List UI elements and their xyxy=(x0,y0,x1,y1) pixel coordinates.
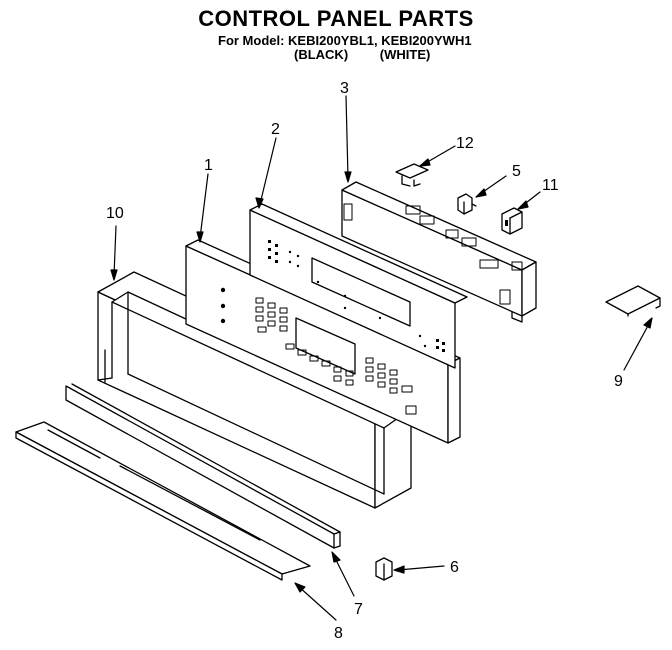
callout-9: 9 xyxy=(614,373,623,390)
part-9-bracket xyxy=(605,285,661,317)
callout-3: 3 xyxy=(340,80,349,97)
callout-labels: 1 2 3 12 5 11 9 10 6 7 8 xyxy=(106,80,623,642)
diagram-title: CONTROL PANEL PARTS xyxy=(198,6,474,31)
part-3-control-board xyxy=(341,181,537,323)
callout-2: 2 xyxy=(271,121,280,138)
callout-5: 5 xyxy=(512,163,521,180)
part-11-switch xyxy=(501,207,523,235)
variant-white-label: (WHITE) xyxy=(379,47,431,62)
callout-7: 7 xyxy=(354,601,363,618)
part-5-bracket xyxy=(457,193,477,215)
callout-10: 10 xyxy=(106,205,124,222)
part-7-trim-strip xyxy=(65,383,341,549)
variant-black-label: (BLACK) xyxy=(294,47,349,62)
leader-lines xyxy=(110,95,653,621)
callout-11: 11 xyxy=(542,177,559,194)
callout-8: 8 xyxy=(334,625,343,642)
part-12-clip xyxy=(395,163,429,187)
part-8-bottom-trim xyxy=(15,421,311,581)
callout-12: 12 xyxy=(456,135,474,152)
model-subtitle: For Model: KEBI200YBL1, KEBI200YWH1 xyxy=(218,33,472,48)
callout-1: 1 xyxy=(204,157,213,174)
callout-6: 6 xyxy=(450,559,459,576)
model-variants: (BLACK) (WHITE) xyxy=(294,47,446,62)
part-6-clip xyxy=(375,557,393,581)
